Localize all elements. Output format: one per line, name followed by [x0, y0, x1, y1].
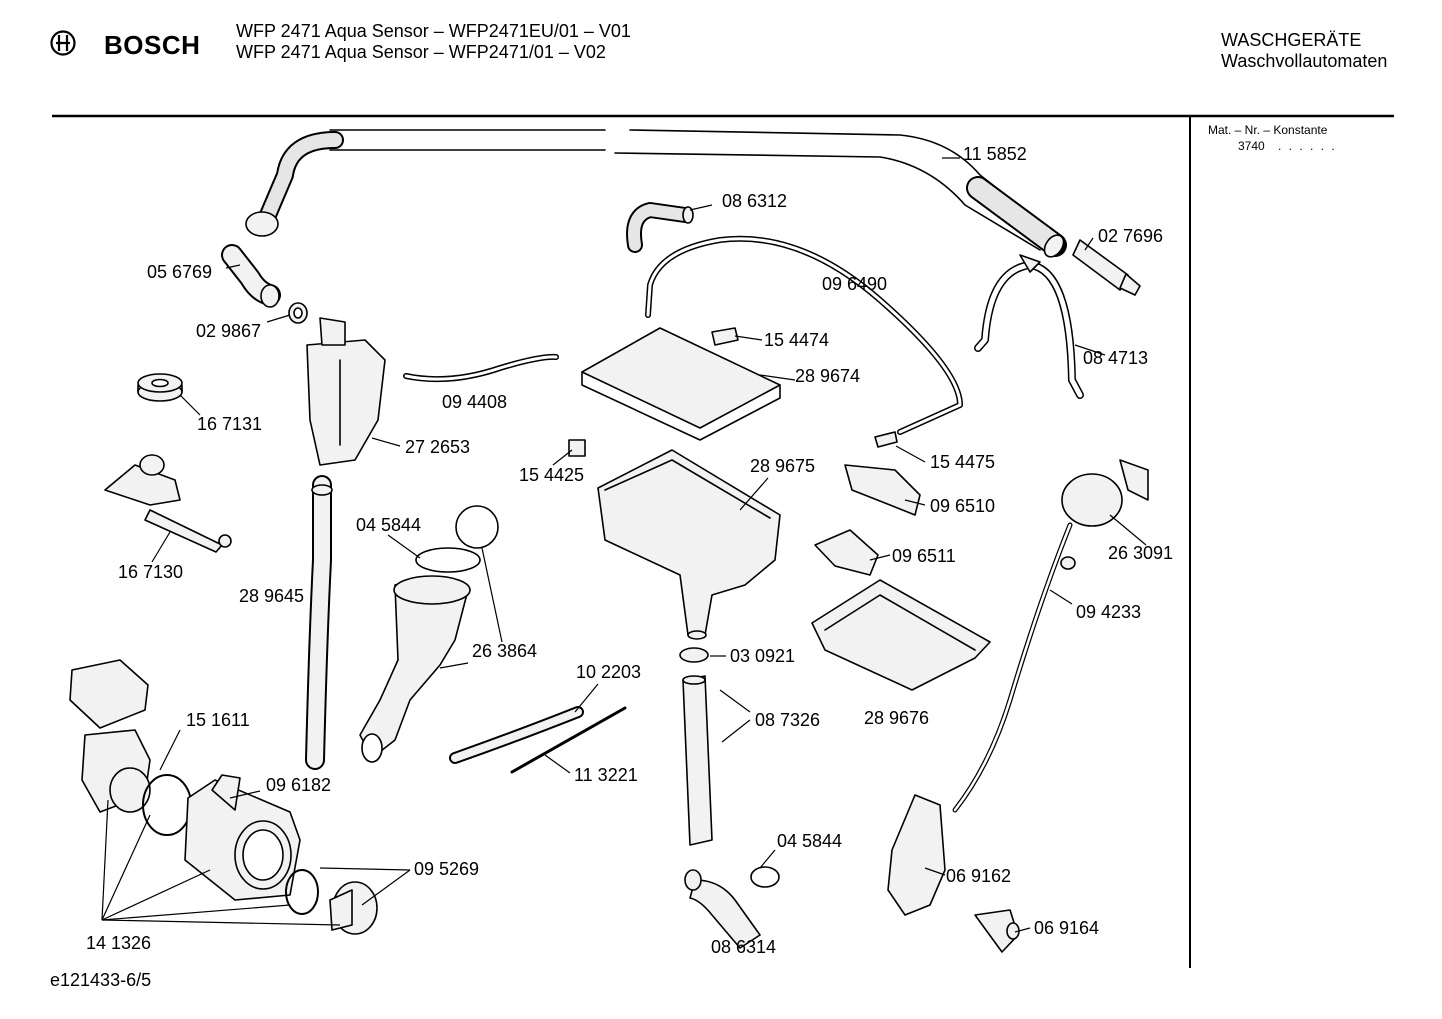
part-label: 08 7326 [755, 710, 820, 730]
part-label: 05 6769 [147, 262, 212, 282]
part-hose-connector [874, 431, 898, 448]
part-label: 27 2653 [405, 437, 470, 457]
part-label: 10 2203 [576, 662, 641, 682]
part-label: 09 6182 [266, 775, 331, 795]
part-label: 09 6510 [930, 496, 995, 516]
part-ring-grommet [137, 373, 183, 402]
part-pressure-switch [1061, 459, 1149, 527]
part-drain-pump [81, 729, 151, 813]
part-elbow-connector [221, 244, 281, 308]
part-labels: 11 5852 02 7696 08 6312 09 6490 05 6769 … [86, 144, 1173, 957]
part-label: 09 4408 [442, 392, 507, 412]
part-label: 06 9162 [946, 866, 1011, 886]
part-label: 15 1611 [186, 710, 250, 730]
model-title-line-2: WFP 2471 Aqua Sensor – WFP2471/01 – V02 [236, 42, 606, 62]
part-pump-seal [142, 774, 192, 836]
leader-lines [101, 157, 1147, 933]
part-label: 26 3864 [472, 641, 537, 661]
part-dispenser-lid [581, 327, 781, 441]
model-title-line-1: WFP 2471 Aqua Sensor – WFP2471EU/01 – V0… [236, 21, 631, 41]
part-drain-pipe [679, 647, 713, 846]
part-label: 14 1326 [86, 933, 151, 953]
material-number-value: 3740 [1238, 139, 1265, 153]
part-label: 02 9867 [196, 321, 261, 341]
part-label: 03 0921 [730, 646, 795, 666]
part-label: 09 4233 [1076, 602, 1141, 622]
part-drain-hose [245, 129, 1067, 258]
part-hose-bracket [974, 254, 1084, 399]
part-label: 11 3221 [574, 765, 638, 785]
part-label: 28 9674 [795, 366, 860, 386]
material-number-dots: . . . . . . [1278, 139, 1337, 153]
part-valve-clip [814, 529, 879, 576]
part-label: 09 5269 [414, 859, 479, 879]
part-label: 02 7696 [1098, 226, 1163, 246]
part-label: 09 6511 [892, 546, 956, 566]
category-title: WASCHGERÄTE [1221, 30, 1362, 50]
part-label: 04 5844 [356, 515, 421, 535]
material-number-label: Mat. – Nr. – Konstante [1208, 123, 1328, 137]
part-label: 04 5844 [777, 831, 842, 851]
part-clamp-ring [415, 547, 481, 573]
part-bellows [359, 575, 471, 763]
part-label: 28 9676 [864, 708, 929, 728]
part-label: 09 6490 [822, 274, 887, 294]
part-detergent-drawer [811, 579, 991, 691]
part-label: 28 9645 [239, 586, 304, 606]
part-filter-seal [285, 869, 319, 915]
part-pump-housing [184, 774, 301, 901]
part-label: 08 4713 [1083, 348, 1148, 368]
part-mounting-bracket [887, 794, 946, 916]
part-heater-sensor [104, 454, 232, 553]
part-lower-elbow [684, 866, 780, 949]
part-label: 16 7130 [118, 562, 183, 582]
part-air-chamber [306, 317, 386, 466]
part-label: 06 9164 [1034, 918, 1099, 938]
part-label: 08 6314 [711, 937, 776, 957]
part-ball [455, 505, 499, 549]
bosch-armature-icon [50, 30, 76, 56]
part-filter-cap [329, 881, 378, 935]
part-dispenser-housing [597, 449, 781, 640]
part-label: 08 6312 [722, 191, 787, 211]
part-valve-holder [844, 464, 921, 516]
part-label: 28 9675 [750, 456, 815, 476]
part-elbow-small [626, 202, 694, 253]
part-label: 11 5852 [963, 144, 1027, 164]
drawing-id: e121433-6/5 [50, 970, 152, 990]
part-label: 16 7131 [197, 414, 262, 434]
part-rod [510, 706, 627, 774]
brand-logo: BOSCH [104, 30, 201, 60]
part-knob [974, 909, 1020, 953]
part-hose-end-piece [1072, 239, 1141, 296]
part-label: 15 4475 [930, 452, 995, 472]
part-label: 15 4474 [764, 330, 829, 350]
part-pump-cover [69, 659, 149, 729]
category-subtitle: Waschvollautomaten [1221, 51, 1388, 71]
part-label: 15 4425 [519, 465, 584, 485]
part-label: 26 3091 [1108, 543, 1173, 563]
part-small-cap [568, 439, 586, 457]
